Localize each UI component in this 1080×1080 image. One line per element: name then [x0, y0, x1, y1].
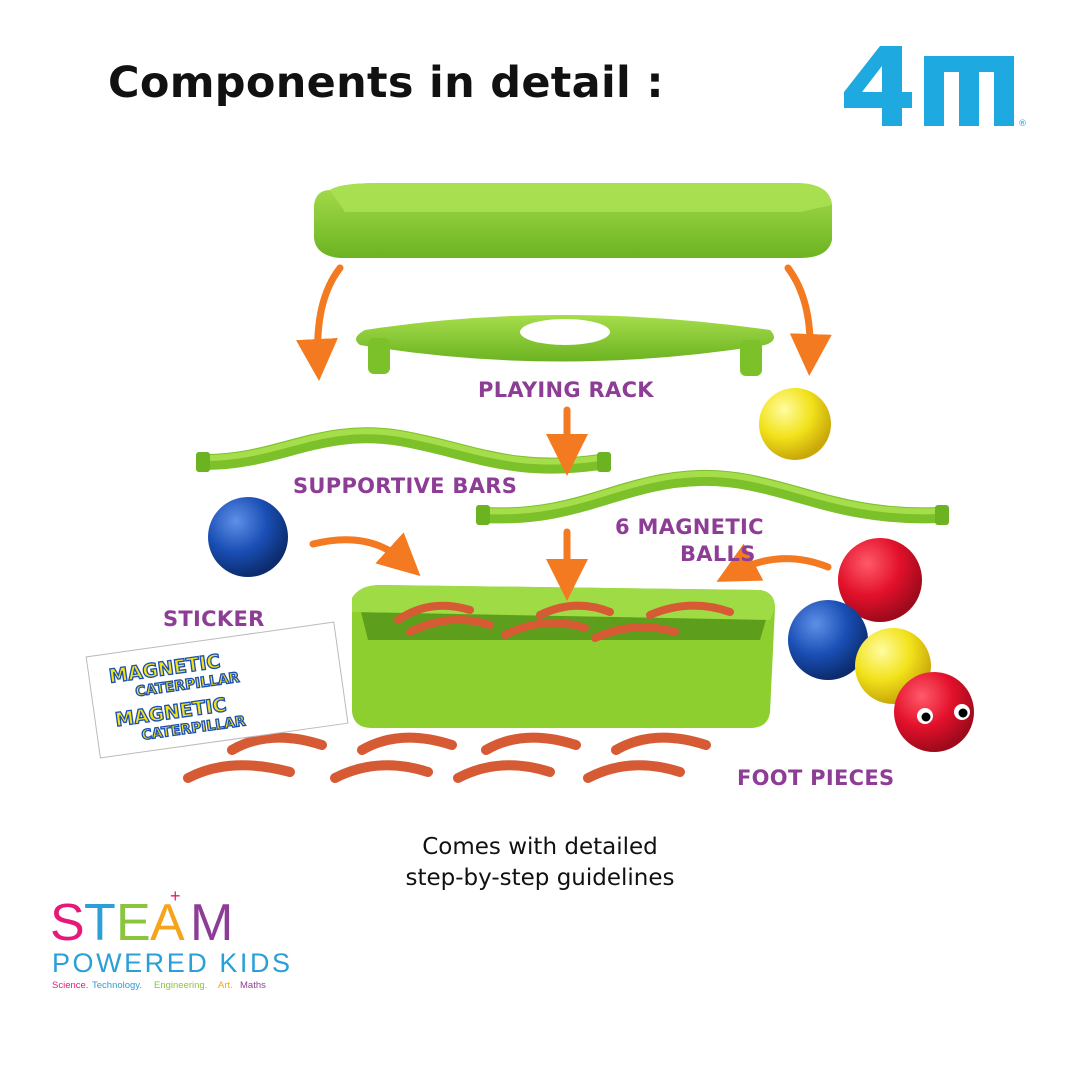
- page-title: Components in detail :: [108, 58, 664, 108]
- steam-tag-engineering: Engineering.: [154, 980, 207, 991]
- brand-logo-4m: ®: [844, 46, 1027, 129]
- foot-pieces: [183, 732, 711, 783]
- supportive-bar-top: [196, 427, 611, 474]
- caption-line2: step-by-step guidelines: [405, 865, 675, 891]
- magnetic-ball-blue-left: [208, 497, 288, 577]
- caption: Comes with detailed step-by-step guideli…: [340, 832, 740, 894]
- steam-letter-a: A: [150, 894, 185, 952]
- steam-letter-m: M: [190, 894, 233, 952]
- sticker-sheet: MAGNETIC CATERPILLAR MAGNETIC CATERPILLA…: [85, 621, 349, 759]
- orange-arrows: [295, 264, 832, 601]
- steam-letter-e: E: [116, 894, 151, 952]
- label-magnetic-balls-line1: 6 MAGNETIC: [615, 515, 764, 539]
- label-supportive-bars: SUPPORTIVE BARS: [293, 474, 518, 498]
- label-magnetic-balls-line2: BALLS: [680, 542, 756, 566]
- playing-rack: [356, 315, 774, 376]
- steam-tag-technology: Technology.: [92, 980, 142, 991]
- label-sticker: STICKER: [163, 607, 265, 631]
- box-lid: [314, 183, 832, 258]
- supportive-bar-bottom: [476, 469, 949, 525]
- steam-powered-kids: POWERED KIDS: [52, 948, 290, 978]
- magnetic-ball-red: [838, 538, 922, 622]
- steam-powered-kids-logo: S T E A M + POWERED KIDS Science. Techno…: [50, 888, 290, 991]
- steam-tag-maths: Maths: [240, 980, 266, 991]
- steam-tag-art: Art.: [218, 980, 233, 991]
- magnetic-ball-yellow-top: [759, 388, 831, 460]
- steam-tag-science: Science.: [52, 980, 88, 991]
- magnetic-ball-blue: [788, 600, 868, 680]
- caption-line1: Comes with detailed: [422, 834, 658, 860]
- steam-plus: +: [170, 888, 181, 906]
- label-foot-pieces: FOOT PIECES: [737, 766, 895, 790]
- steam-letter-s: S: [50, 894, 85, 952]
- steam-letter-t: T: [84, 894, 116, 952]
- magnetic-ball-face: [894, 672, 974, 752]
- storage-box: [352, 585, 775, 728]
- registered-mark: ®: [1018, 119, 1027, 129]
- label-playing-rack: PLAYING RACK: [478, 378, 654, 402]
